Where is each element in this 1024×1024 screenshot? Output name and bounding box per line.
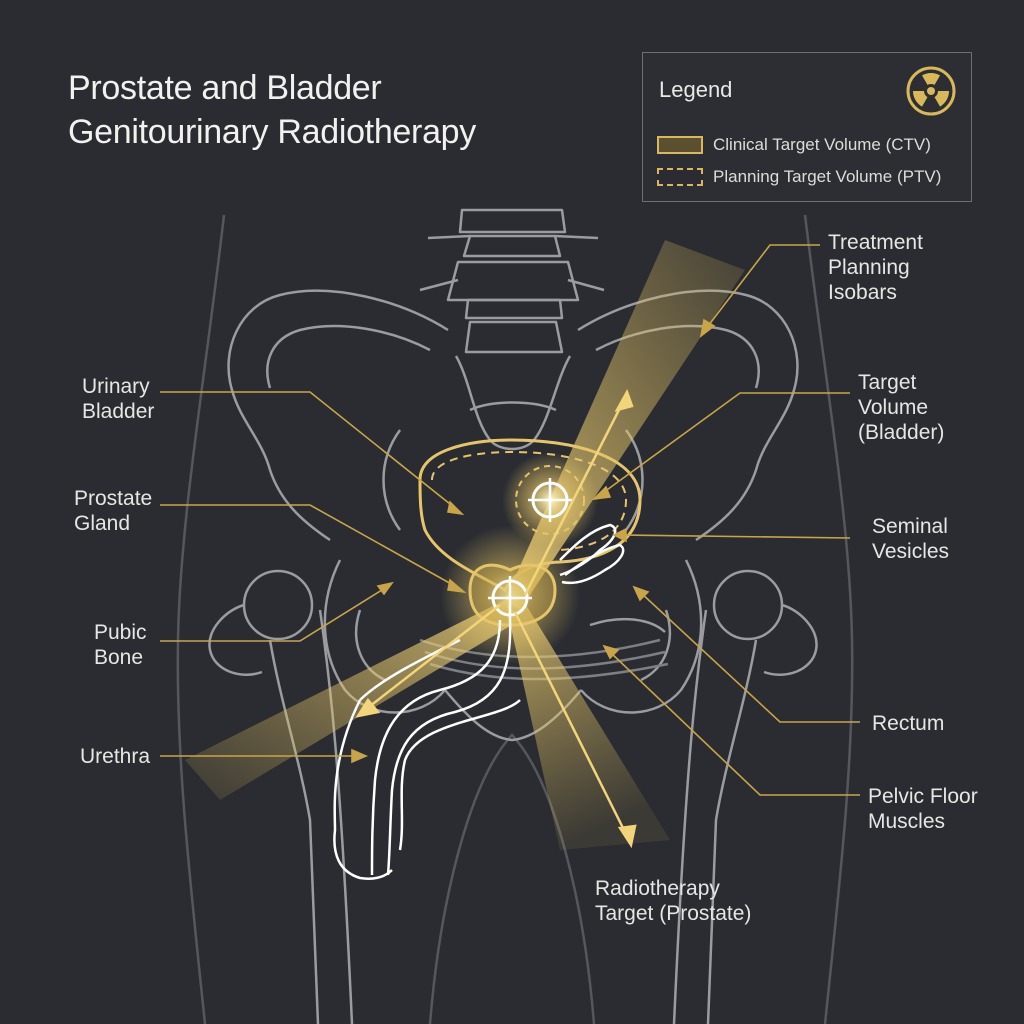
label-pelvic-floor-muscles: Pelvic Floor Muscles — [868, 785, 978, 833]
legend-row-ptv: Planning Target Volume (PTV) — [657, 165, 941, 189]
ctv-swatch — [657, 136, 703, 154]
title-line-2: Genitourinary Radiotherapy — [68, 113, 476, 151]
urinary-bladder-shape — [418, 438, 642, 593]
label-urinary-bladder: Urinary Bladder — [82, 375, 155, 423]
pelvic-skeleton — [208, 208, 818, 1024]
label-treatment-planning-isobars: Treatment Planning Isobars — [828, 231, 923, 304]
legend-row-ctv: Clinical Target Volume (CTV) — [657, 133, 931, 157]
prostate-target-marker — [488, 576, 532, 620]
legend-box: Legend Clinical Target Volume (CTV) Plan… — [642, 52, 972, 202]
ptv-swatch — [657, 168, 703, 186]
ptv-label: Planning Target Volume (PTV) — [713, 167, 942, 186]
beam-arrows — [355, 388, 637, 849]
label-pubic-bone: Pubic Bone — [94, 621, 147, 669]
page-title: Prostate and Bladder Genitourinary Radio… — [68, 66, 476, 154]
label-seminal-vesicles: Seminal Vesicles — [872, 515, 950, 563]
body-outline — [176, 214, 854, 1024]
label-rectum: Rectum — [872, 712, 945, 735]
title-line-1: Prostate and Bladder — [68, 69, 382, 107]
label-radiotherapy-target-prostate: Radiotherapy Target (Prostate) — [595, 877, 752, 925]
label-prostate-gland: Prostate Gland — [74, 487, 153, 535]
legend-title: Legend — [659, 77, 733, 102]
bladder-target-marker — [502, 452, 598, 548]
label-target-volume-bladder: Target Volume (Bladder) — [858, 371, 945, 444]
radiation-icon — [906, 66, 956, 116]
label-urethra: Urethra — [80, 745, 151, 768]
ctv-label: Clinical Target Volume (CTV) — [713, 135, 931, 154]
urethra-shape — [333, 619, 521, 880]
label-leader-lines — [160, 244, 860, 796]
